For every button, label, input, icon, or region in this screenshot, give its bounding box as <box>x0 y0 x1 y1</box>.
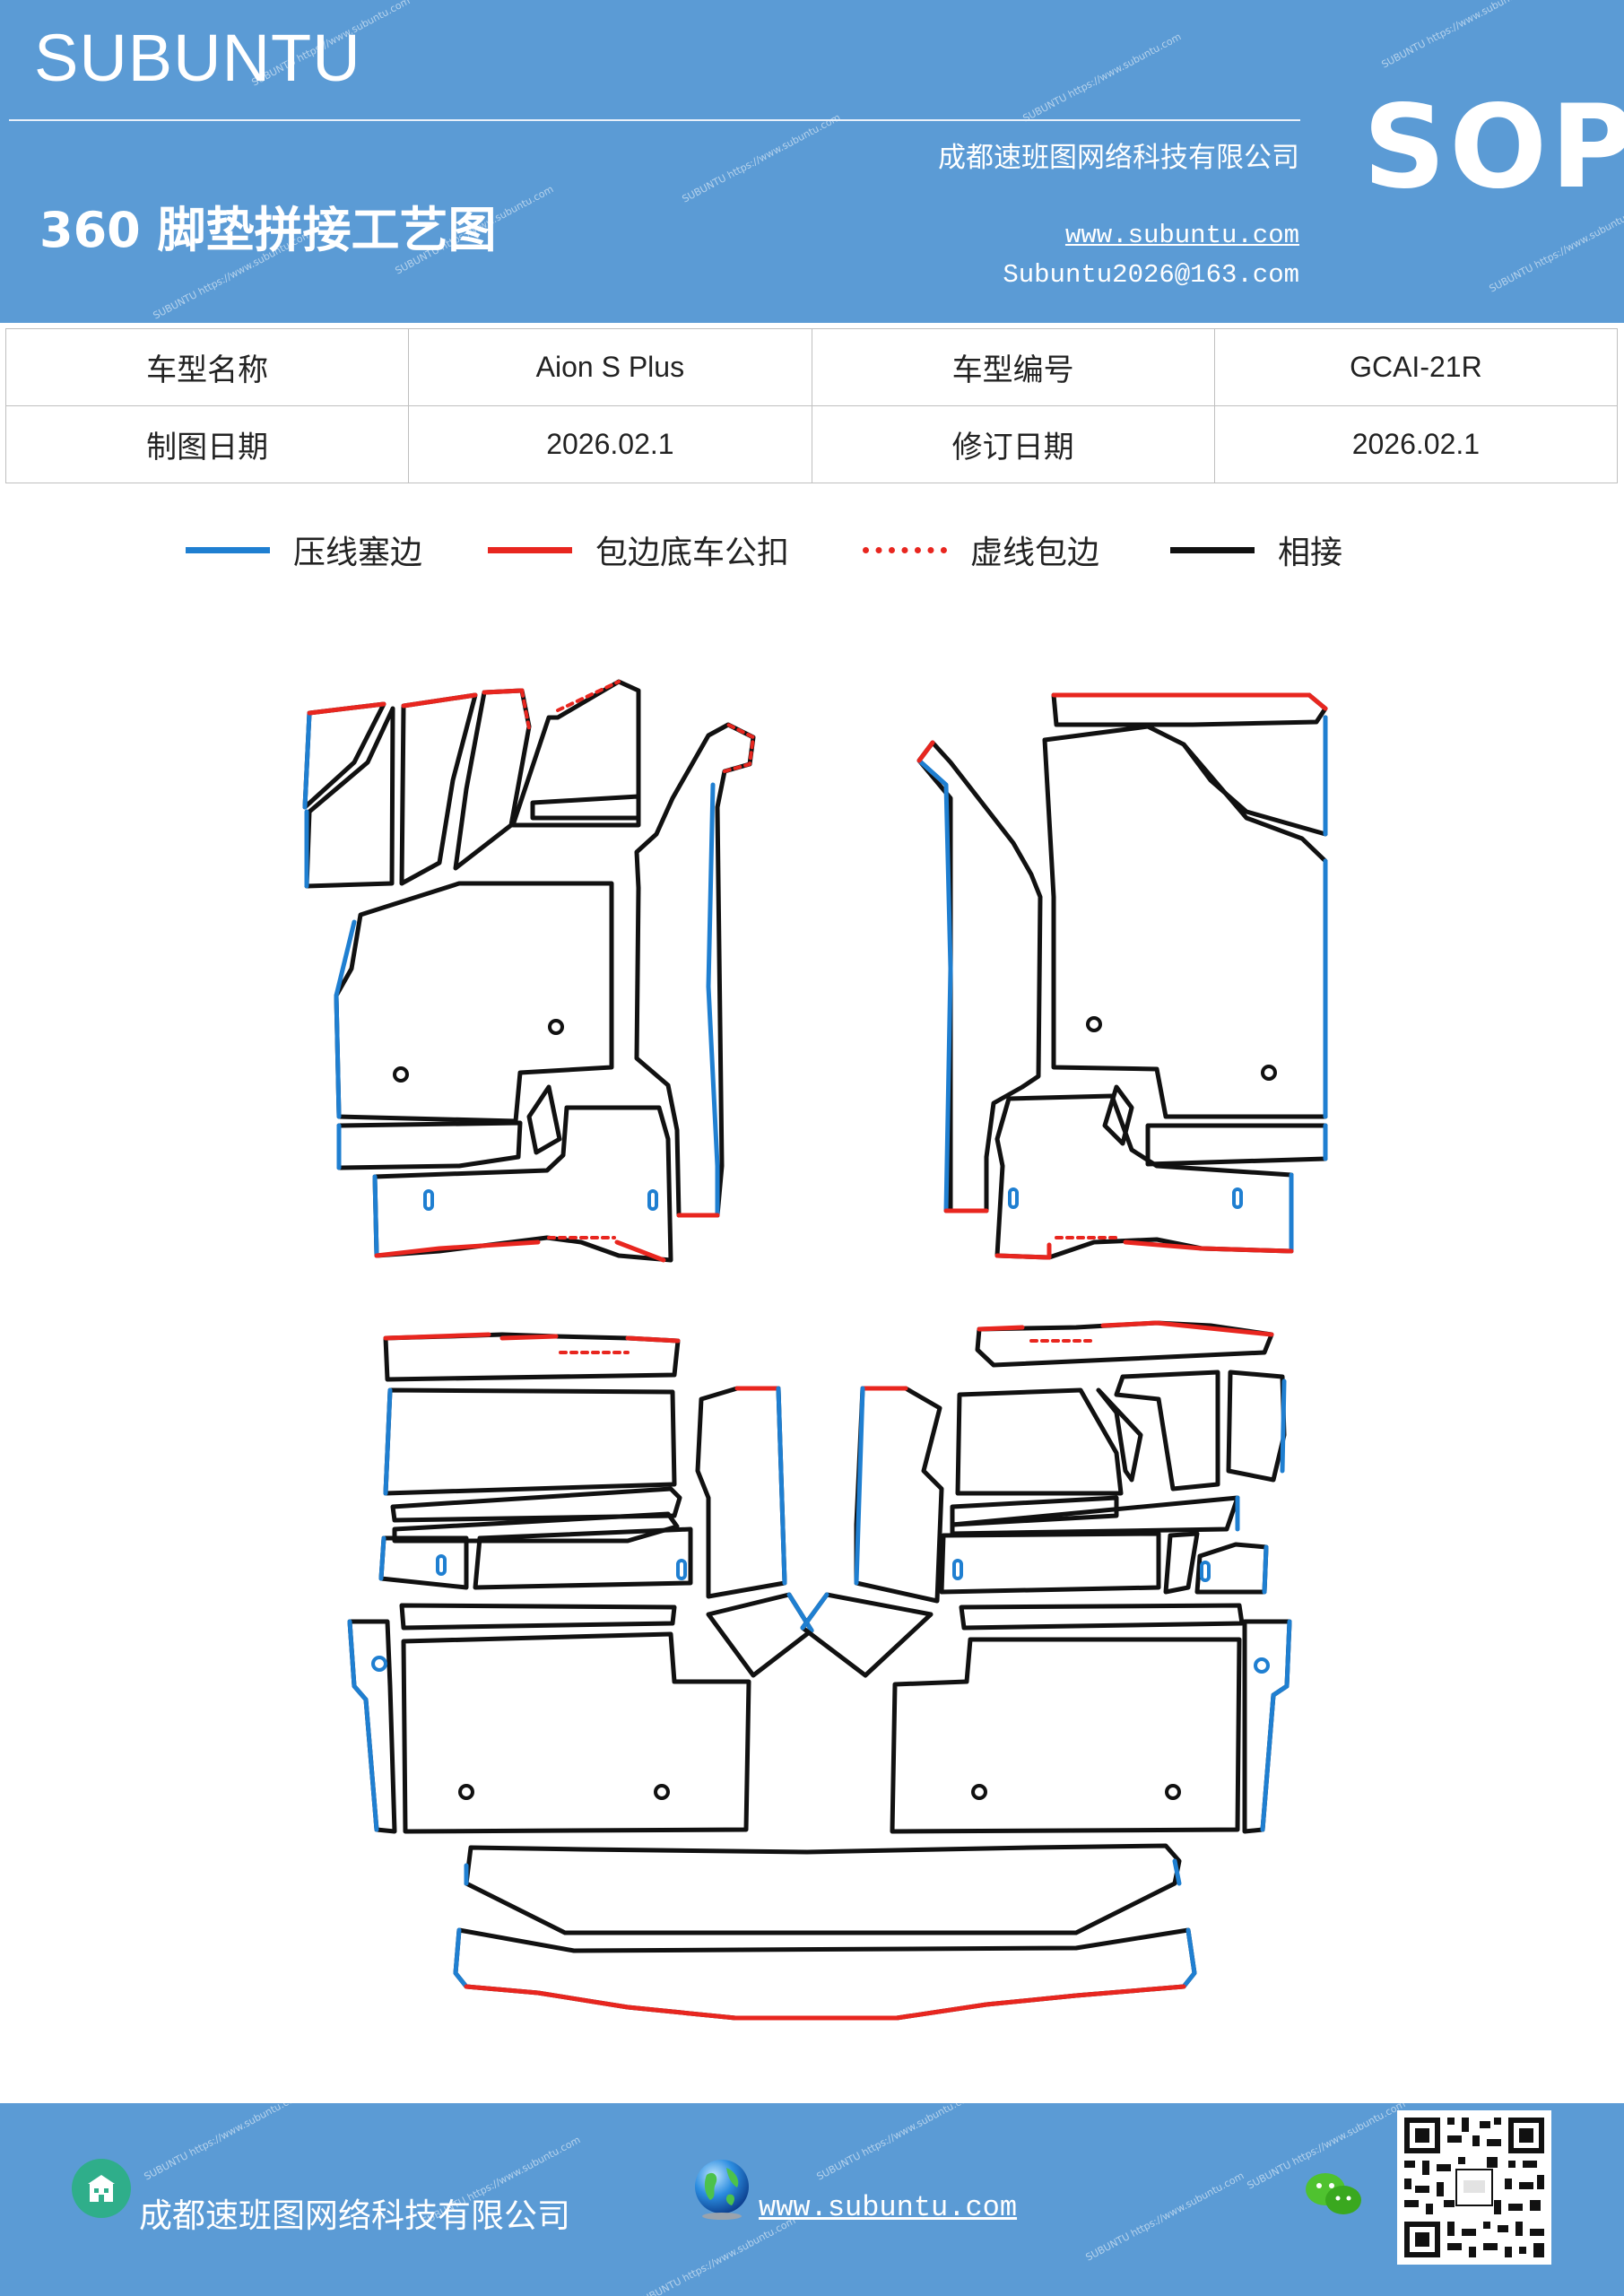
front-right-mat-group <box>916 692 1328 1260</box>
revision-date-value: 2026.02.1 <box>1213 405 1619 483</box>
legend-item-wrap-edge: 包边底车公扣 <box>488 527 789 572</box>
wechat-icon[interactable] <box>1302 2168 1365 2222</box>
footer-website-link[interactable]: www.subuntu.com <box>759 2191 1018 2224</box>
footer-company-name: 成都速班图网络科技有限公司 <box>139 2196 570 2235</box>
building-icon <box>72 2159 131 2218</box>
legend-item-joint: 相接 <box>1170 527 1342 572</box>
rear-right-mat-group <box>800 1320 1292 1834</box>
legend-item-dotted-wrap: 虚线包边 <box>863 527 1099 572</box>
legend-label: 相接 <box>1278 535 1343 571</box>
header: SUBUNTU https://www.subuntu.com SUBUNTU … <box>0 0 1624 323</box>
table-row: 制图日期 2026.02.1 修订日期 2026.02.1 <box>4 405 1619 483</box>
model-code-value: GCAI-21R <box>1213 328 1619 406</box>
legend-swatch <box>488 546 572 553</box>
website-link[interactable]: www.subuntu.com <box>1064 221 1299 250</box>
legend-swatch <box>186 546 270 553</box>
model-name-value: Aion S Plus <box>408 328 812 406</box>
vehicle-info-table: 车型名称 Aion S Plus 车型编号 GCAI-21R 制图日期 2026… <box>4 328 1619 483</box>
legend-item-press-line: 压线塞边 <box>186 527 422 572</box>
table-row: 车型名称 Aion S Plus 车型编号 GCAI-21R <box>4 328 1619 406</box>
legend-label: 包边底车公扣 <box>595 535 790 571</box>
brand-logo-text: SUBUNTU <box>34 21 361 95</box>
page-title: 360 脚垫拼接工艺图 <box>39 202 497 258</box>
email-address: Subuntu2026@163.com <box>1003 260 1299 290</box>
globe-icon <box>695 2160 749 2220</box>
model-code-label: 车型编号 <box>811 328 1215 406</box>
front-left-mat-group <box>302 679 756 1263</box>
revision-date-label: 修订日期 <box>811 405 1215 483</box>
legend-swatch <box>863 546 947 553</box>
sop-badge: SOP <box>1363 81 1624 214</box>
footer: SUBUNTU https://www.subuntu.com SUBUNTU … <box>0 2103 1624 2296</box>
draw-date-label: 制图日期 <box>4 405 410 483</box>
legend: 压线塞边 包边底车公扣 虚线包边 相接 <box>0 527 1624 572</box>
company-name: 成都速班图网络科技有限公司 <box>938 142 1299 174</box>
legend-swatch <box>1170 546 1255 553</box>
legend-label: 压线塞边 <box>293 535 423 571</box>
floor-mat-diagram <box>302 679 1328 2021</box>
rear-left-mat-group <box>347 1332 814 1834</box>
trunk-mat-group <box>453 1843 1197 2021</box>
legend-label: 虚线包边 <box>970 535 1100 571</box>
model-name-label: 车型名称 <box>4 328 410 406</box>
draw-date-value: 2026.02.1 <box>408 405 812 483</box>
qr-code <box>1397 2110 1551 2265</box>
header-divider <box>9 119 1300 121</box>
